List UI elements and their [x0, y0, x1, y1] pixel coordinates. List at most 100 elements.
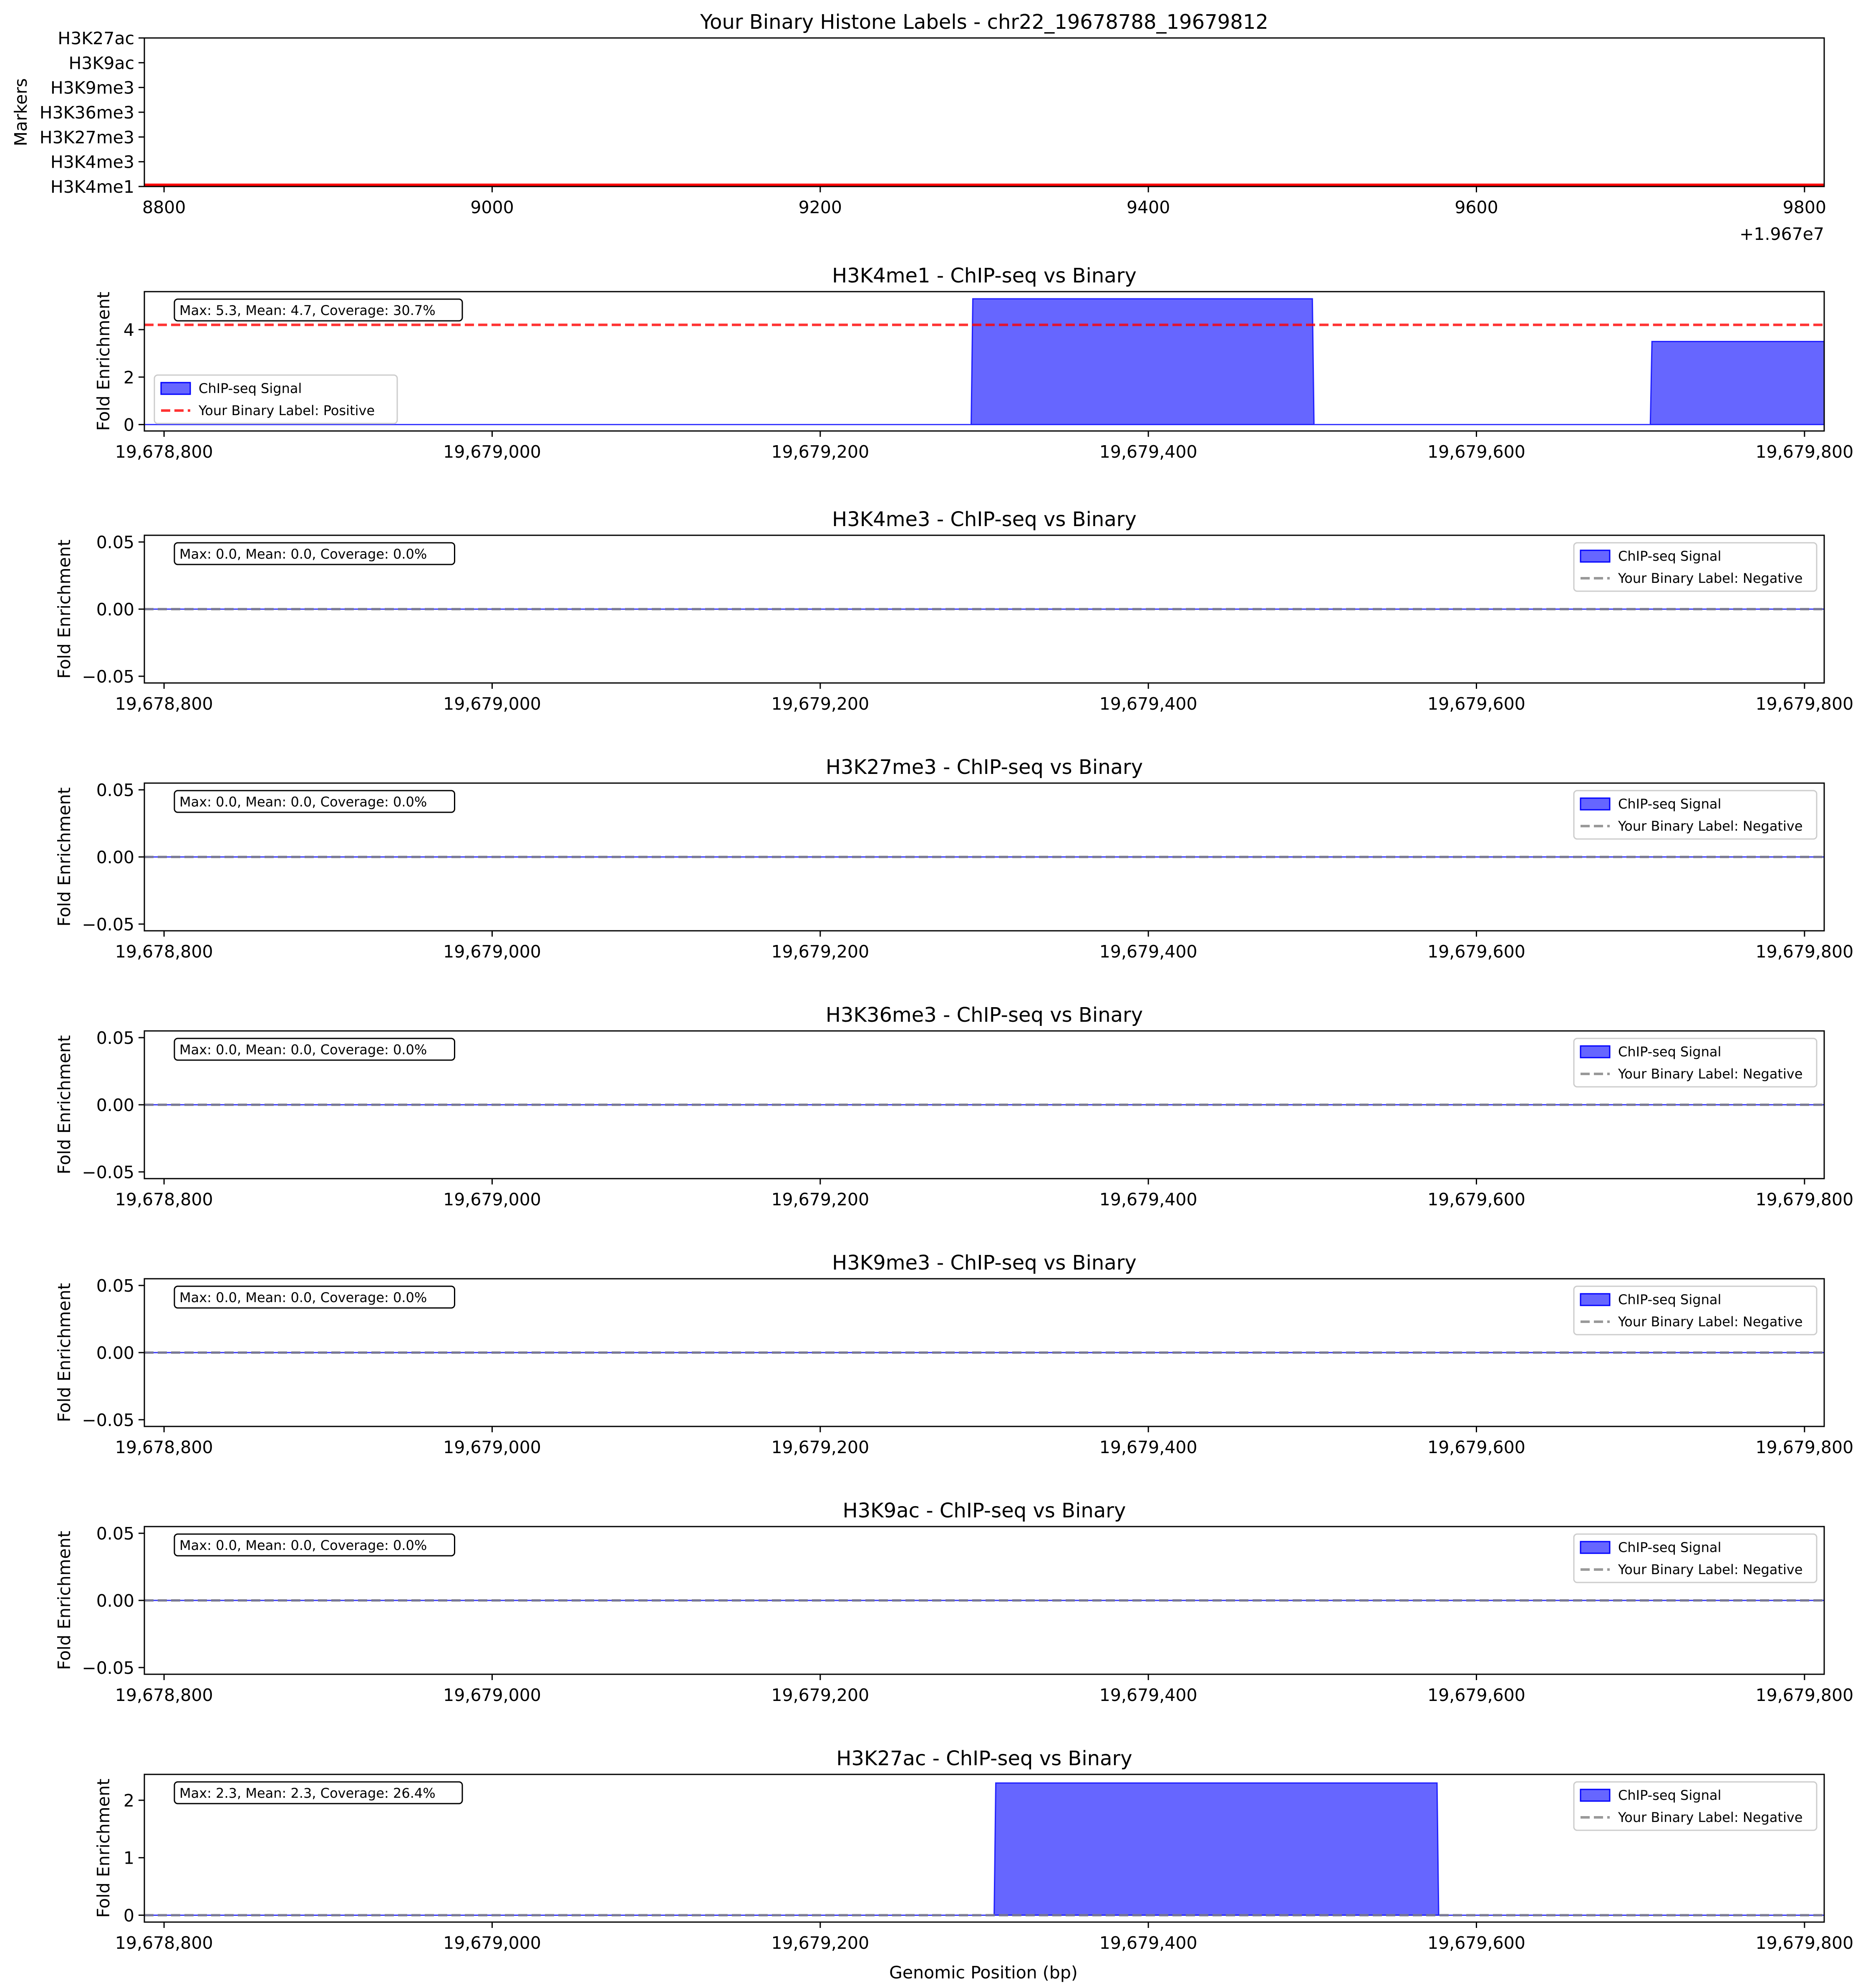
- x-tick-label: 19,679,800: [1755, 1933, 1853, 1953]
- x-tick-label: 19,679,800: [1755, 1685, 1853, 1705]
- x-tick-label: 19,679,800: [1755, 442, 1853, 462]
- legend-label-signal: ChIP-seq Signal: [1618, 796, 1721, 812]
- legend-frame: [1573, 1781, 1818, 1831]
- x-tick-label: 19,679,400: [1099, 942, 1197, 962]
- x-tick-label: 19,679,000: [443, 1933, 541, 1953]
- stats-box: Max: 0.0, Mean: 0.0, Coverage: 0.0%: [174, 1533, 455, 1557]
- x-tick-label: 19,679,600: [1427, 442, 1525, 462]
- stats-text: Max: 0.0, Mean: 0.0, Coverage: 0.0%: [179, 1290, 427, 1305]
- axes-frame: [144, 37, 1825, 187]
- x-tick-label: 19,678,800: [115, 1685, 213, 1705]
- y-tick-label: H3K9me3: [50, 78, 134, 98]
- x-tick-label: 19,679,800: [1755, 694, 1853, 714]
- axes-frame: [144, 291, 1825, 432]
- x-tick-label: 19,679,400: [1099, 694, 1197, 714]
- x-tick-label: 19,679,600: [1427, 1437, 1525, 1457]
- legend-label-signal: ChIP-seq Signal: [1618, 548, 1721, 564]
- x-tick-label: 19,678,800: [115, 694, 213, 714]
- panel-title: H3K9me3 - ChIP-seq vs Binary: [832, 1251, 1137, 1275]
- legend-label-binary: Your Binary Label: Negative: [1618, 570, 1802, 586]
- x-tick-label: 19,679,200: [771, 1189, 869, 1209]
- y-axis-label: Markers: [11, 78, 31, 146]
- axes-frame: [144, 534, 1825, 684]
- legend-label-binary: Your Binary Label: Negative: [1618, 1809, 1802, 1825]
- x-tick-label: 19,679,400: [1099, 442, 1197, 462]
- stats-text: Max: 5.3, Mean: 4.7, Coverage: 30.7%: [179, 302, 436, 318]
- panel-title: H3K36me3 - ChIP-seq vs Binary: [826, 1003, 1143, 1027]
- x-tick-label: 19,679,800: [1755, 942, 1853, 962]
- axes-frame: [144, 1278, 1825, 1427]
- legend-swatch-signal: [160, 382, 191, 395]
- panel-title: H3K27ac - ChIP-seq vs Binary: [836, 1747, 1132, 1770]
- stats-box-frame: [174, 1533, 455, 1557]
- legend-frame: [1573, 542, 1818, 592]
- legend-frame: [154, 374, 398, 424]
- legend-label-binary: Your Binary Label: Negative: [1618, 1562, 1802, 1577]
- legend-label-binary: Your Binary Label: Negative: [1618, 818, 1802, 834]
- x-offset-label: +1.967e7: [1739, 224, 1824, 244]
- stats-text: Max: 0.0, Mean: 0.0, Coverage: 0.0%: [179, 546, 427, 562]
- legend-label-signal: ChIP-seq Signal: [1618, 1292, 1721, 1308]
- x-tick-label: 19,679,000: [443, 694, 541, 714]
- x-tick-label: 19,678,800: [115, 1189, 213, 1209]
- legend-label-binary: Your Binary Label: Negative: [1618, 1314, 1802, 1330]
- stats-box: Max: 0.0, Mean: 0.0, Coverage: 0.0%: [174, 542, 455, 565]
- y-tick-label: 0: [124, 1905, 134, 1925]
- legend-frame: [1573, 1533, 1818, 1583]
- x-tick-label: 19,678,800: [115, 442, 213, 462]
- stats-text: Max: 2.3, Mean: 2.3, Coverage: 26.4%: [179, 1785, 436, 1801]
- legend-frame: [1573, 1038, 1818, 1088]
- stats-text: Max: 0.0, Mean: 0.0, Coverage: 0.0%: [179, 794, 427, 810]
- x-tick-label: 19,679,200: [771, 1437, 869, 1457]
- stats-box-frame: [174, 298, 463, 322]
- x-tick-label: 19,679,400: [1099, 1685, 1197, 1705]
- stats-box-frame: [174, 790, 455, 813]
- y-tick-label: −0.05: [82, 667, 134, 687]
- panel-title: H3K4me3 - ChIP-seq vs Binary: [832, 508, 1137, 531]
- axes-frame: [144, 1526, 1825, 1675]
- x-tick-label: 19,679,600: [1427, 1189, 1525, 1209]
- x-tick-label: 19,678,800: [115, 1437, 213, 1457]
- legend-label-signal: ChIP-seq Signal: [199, 380, 302, 396]
- y-tick-label: H3K27ac: [58, 28, 134, 48]
- y-tick-label: 0: [124, 415, 134, 435]
- panel-title: H3K27me3 - ChIP-seq vs Binary: [826, 756, 1143, 779]
- y-axis-label: Fold Enrichment: [54, 1531, 74, 1670]
- y-tick-label: H3K27me3: [40, 127, 134, 147]
- x-tick-label: 19,679,200: [771, 1933, 869, 1953]
- y-axis-label: Fold Enrichment: [54, 539, 74, 679]
- panel-title: H3K4me1 - ChIP-seq vs Binary: [832, 264, 1137, 287]
- y-axis-label: Fold Enrichment: [54, 1035, 74, 1174]
- axes-frame: [144, 1774, 1825, 1923]
- y-tick-label: 0.05: [96, 532, 134, 552]
- panels: Your Binary Histone Labels - chr22_19678…: [11, 10, 1853, 1953]
- y-tick-label: 2: [124, 368, 134, 388]
- x-tick-label: 19,679,400: [1099, 1933, 1197, 1953]
- x-tick-label: 19,679,400: [1099, 1437, 1197, 1457]
- x-tick-label: 19,679,800: [1755, 1437, 1853, 1457]
- x-tick-label: 19,679,600: [1427, 1933, 1525, 1953]
- y-tick-label: 1: [124, 1848, 134, 1868]
- stats-box: Max: 2.3, Mean: 2.3, Coverage: 26.4%: [174, 1781, 463, 1804]
- y-axis-label: Fold Enrichment: [54, 1283, 74, 1422]
- x-tick-label: 19,679,200: [771, 1685, 869, 1705]
- y-tick-label: 0.00: [96, 1591, 134, 1611]
- y-tick-label: H3K4me3: [50, 152, 134, 172]
- legend-frame: [1573, 790, 1818, 840]
- x-tick-label: 9800: [1783, 197, 1826, 217]
- stats-box-frame: [174, 1038, 455, 1061]
- x-tick-label: 19,679,800: [1755, 1189, 1853, 1209]
- x-tick-label: 19,679,000: [443, 1437, 541, 1457]
- legend-label-binary: Your Binary Label: Positive: [198, 403, 375, 418]
